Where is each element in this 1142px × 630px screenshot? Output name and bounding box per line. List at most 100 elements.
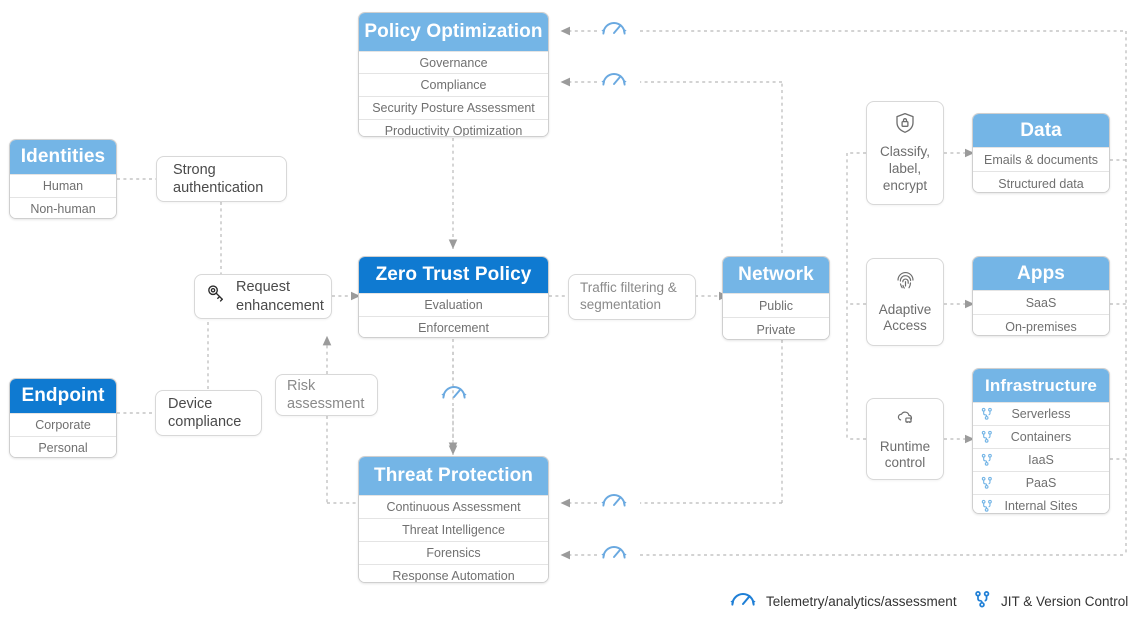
row-label: Compliance <box>420 78 487 92</box>
row-label: Response Automation <box>392 569 515 583</box>
pillar-zero-trust-policy[interactable]: Zero Trust Policy Evaluation Enforcement <box>358 256 549 338</box>
telemetry-gauge-icon <box>600 19 628 44</box>
row-label: PaaS <box>1025 476 1057 490</box>
pillar-data[interactable]: Data Emails & documents Structured data <box>972 113 1110 193</box>
note-line-2: control <box>884 455 926 471</box>
shield-lock-icon <box>893 111 917 140</box>
telemetry-gauge-icon <box>729 590 757 613</box>
pillar-network[interactable]: Network Public Private <box>722 256 830 340</box>
row-label: Enforcement <box>418 321 489 335</box>
note-runtime-control[interactable]: Runtime control <box>866 398 944 480</box>
git-branch-icon <box>980 430 994 444</box>
pillar-zero-trust-policy-row-0[interactable]: Evaluation <box>359 293 548 316</box>
row-label: SaaS <box>1025 295 1057 310</box>
pillar-policy-optimization-row-0[interactable]: Governance <box>359 51 548 73</box>
note-line-1: Risk <box>287 377 316 394</box>
pillar-data-row-1[interactable]: Structured data <box>973 171 1109 192</box>
pillar-infrastructure-row-2[interactable]: IaaS <box>973 448 1109 471</box>
note-line-1: Request <box>236 279 291 296</box>
row-label: Emails & documents <box>984 152 1098 167</box>
pillar-threat-protection-row-2[interactable]: Forensics <box>359 541 548 564</box>
pillar-policy-optimization-row-1[interactable]: Compliance <box>359 73 548 96</box>
pillar-network-row-1[interactable]: Private <box>723 317 829 339</box>
note-line-2: assessment <box>287 396 365 412</box>
note-request-enhancement[interactable]: Request enhancement <box>194 274 332 319</box>
row-label: Threat Intelligence <box>402 523 505 537</box>
row-label: Private <box>756 322 796 337</box>
pillar-identities-title: Identities <box>10 140 116 174</box>
row-label: Personal <box>38 441 88 455</box>
row-label: IaaS <box>1028 453 1054 467</box>
fingerprint-icon <box>894 269 917 297</box>
note-line-2: segmentation <box>580 297 662 312</box>
key-fingerprint-icon <box>205 282 228 310</box>
cloud-gear-icon <box>894 406 917 434</box>
pillar-data-row-0[interactable]: Emails & documents <box>973 147 1109 171</box>
row-label: Serverless <box>1011 407 1071 421</box>
row-label: Forensics <box>426 546 481 560</box>
note-line-2: label, <box>888 161 922 176</box>
pillar-data-title: Data <box>973 114 1109 147</box>
note-line-2: compliance <box>168 414 242 430</box>
row-label: Human <box>42 179 84 193</box>
git-branch-icon <box>973 590 992 612</box>
telemetry-gauge-icon <box>600 491 628 516</box>
legend-label: Telemetry/analytics/assessment <box>766 594 957 609</box>
telemetry-gauge-icon <box>600 70 628 95</box>
row-label: Corporate <box>35 418 91 432</box>
pillar-network-row-0[interactable]: Public <box>723 293 829 317</box>
pillar-policy-optimization-row-2[interactable]: Security Posture Assessment <box>359 96 548 119</box>
pillar-infrastructure-row-0[interactable]: Serverless <box>973 402 1109 425</box>
note-line-1: Adaptive <box>878 301 932 317</box>
git-branch-icon <box>980 476 994 490</box>
pillar-threat-protection-row-1[interactable]: Threat Intelligence <box>359 518 548 541</box>
pillar-identities-row-1[interactable]: Non-human <box>10 197 116 218</box>
note-risk-assessment[interactable]: Risk assessment <box>275 374 378 416</box>
pillar-threat-protection[interactable]: Threat Protection Continuous Assessment … <box>358 456 549 583</box>
pillar-identities-row-0[interactable]: Human <box>10 174 116 197</box>
pillar-apps-row-1[interactable]: On-premises <box>973 314 1109 335</box>
pillar-apps-row-0[interactable]: SaaS <box>973 290 1109 314</box>
pillar-infrastructure-row-3[interactable]: PaaS <box>973 471 1109 494</box>
note-line-1: Classify, <box>879 144 930 160</box>
telemetry-gauge-icon <box>440 383 468 408</box>
note-traffic-filtering-segmentation[interactable]: Traffic filtering & segmentation <box>568 274 696 320</box>
note-device-compliance[interactable]: Device compliance <box>155 390 262 436</box>
pillar-threat-protection-row-0[interactable]: Continuous Assessment <box>359 495 548 518</box>
row-label: Internal Sites <box>1004 499 1078 513</box>
row-label: Evaluation <box>424 298 483 312</box>
row-label: Security Posture Assessment <box>372 101 535 115</box>
pillar-endpoint-row-1[interactable]: Personal <box>10 436 116 457</box>
pillar-infrastructure[interactable]: Infrastructure Serverless Containers Iaa… <box>972 368 1110 514</box>
pillar-endpoint-title: Endpoint <box>10 379 116 413</box>
row-label: Continuous Assessment <box>386 500 521 514</box>
pillar-apps-title: Apps <box>973 257 1109 290</box>
pillar-endpoint[interactable]: Endpoint Corporate Personal <box>9 378 117 458</box>
pillar-infrastructure-row-1[interactable]: Containers <box>973 425 1109 448</box>
pillar-threat-protection-title: Threat Protection <box>359 457 548 495</box>
pillar-network-title: Network <box>723 257 829 293</box>
row-label: Containers <box>1010 430 1072 444</box>
note-line-1: Device <box>168 395 213 412</box>
legend-label: JIT & Version Control <box>1001 593 1129 609</box>
pillar-policy-optimization[interactable]: Policy Optimization Governance Complianc… <box>358 12 549 137</box>
note-line-2: Access <box>883 318 927 334</box>
note-line-2: authentication <box>173 180 264 196</box>
note-classify-label-encrypt[interactable]: Classify, label, encrypt <box>866 101 944 205</box>
pillar-zero-trust-policy-row-1[interactable]: Enforcement <box>359 316 548 337</box>
note-adaptive-access[interactable]: Adaptive Access <box>866 258 944 346</box>
pillar-endpoint-row-0[interactable]: Corporate <box>10 413 116 436</box>
pillar-threat-protection-row-3[interactable]: Response Automation <box>359 564 548 583</box>
pillar-identities[interactable]: Identities Human Non-human <box>9 139 117 219</box>
row-label: Productivity Optimization <box>384 124 523 137</box>
note-line-1: Runtime <box>879 438 931 454</box>
pillar-policy-optimization-row-3[interactable]: Productivity Optimization <box>359 119 548 137</box>
git-branch-icon <box>980 407 994 421</box>
git-branch-icon <box>980 453 994 467</box>
row-label: Structured data <box>998 176 1084 191</box>
pillar-infrastructure-row-4[interactable]: Internal Sites <box>973 494 1109 513</box>
note-strong-authentication[interactable]: Strong authentication <box>156 156 287 202</box>
git-branch-icon <box>980 499 994 513</box>
pillar-apps[interactable]: Apps SaaS On-premises <box>972 256 1110 336</box>
